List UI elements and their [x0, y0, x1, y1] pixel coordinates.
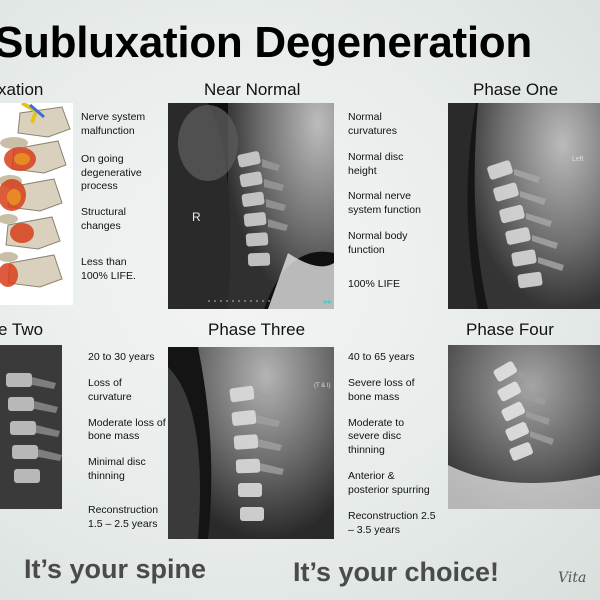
xray-phase-four	[448, 345, 600, 509]
xray-phase-one: Left	[448, 103, 600, 309]
panel-title-phase-one: Phase One	[473, 80, 559, 99]
note-item: Normal curvatures	[348, 111, 398, 137]
note-item: Moderate to severe disc thinning	[348, 416, 405, 457]
xray-phase-two	[0, 345, 62, 509]
note-item: Normal body function	[348, 230, 408, 257]
page-title: Subluxation Degeneration	[0, 18, 532, 67]
subluxation-notes: Nerve system malfunction On going degene…	[81, 111, 156, 296]
panel-title-phase-four: Phase Four	[466, 320, 554, 339]
note-item: 40 to 65 years	[348, 351, 415, 363]
phase-two-notes: 20 to 30 years Loss of curvature Moderat…	[88, 351, 168, 544]
panel-title-phase-two: e Two	[0, 320, 44, 339]
panel-title-subluxation: xation	[0, 80, 44, 99]
note-item: Anterior & posterior spurring	[348, 470, 430, 497]
xray-near-normal: R	[168, 103, 334, 309]
xray-marker-left: Left	[572, 156, 584, 163]
tagline-choice: It’s your choice!	[293, 557, 500, 587]
panel-title-near-normal: Near Normal	[204, 80, 301, 99]
note-item: Reconstruction 1.5 – 2.5 years	[88, 504, 159, 530]
near-normal-notes: Normal curvatures Normal disc height Nor…	[348, 111, 428, 304]
note-item: Loss of curvature	[88, 376, 132, 403]
signature: Vita	[558, 570, 587, 586]
note-item: Nerve system malfunction	[81, 111, 146, 137]
note-item: Structural changes	[81, 206, 126, 233]
note-item: Severe loss of bone mass	[348, 376, 415, 403]
tagline-spine: It’s your spine	[24, 554, 207, 584]
note-item: Moderate loss of bone mass	[88, 416, 166, 443]
xray-marker-r: R	[192, 210, 201, 224]
panel-title-phase-three: Phase Three	[208, 320, 306, 339]
note-item: Less than 100% LIFE.	[81, 256, 136, 282]
note-item: 20 to 30 years	[88, 351, 155, 363]
note-item: 100% LIFE	[348, 277, 400, 290]
note-item: On going degenerative process	[81, 152, 142, 193]
subluxation-spine-illustration	[0, 103, 73, 305]
note-item: Normal nerve system function	[348, 190, 421, 217]
xray-phase-three: (T & I)	[168, 347, 334, 539]
phase-three-notes: 40 to 65 years Severe loss of bone mass …	[348, 351, 438, 550]
xray-marker-ti: (T & I)	[314, 383, 331, 389]
note-item: Normal disc height	[348, 150, 404, 177]
note-item: Reconstruction 2.5 – 3.5 years	[348, 509, 436, 536]
note-item: Minimal disc thinning	[88, 456, 146, 483]
